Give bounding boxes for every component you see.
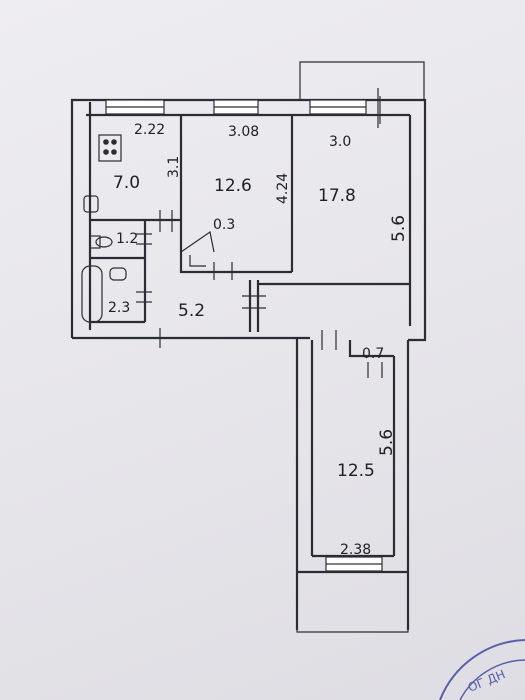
balcony-bottom (296, 572, 409, 633)
room1-area-label: 12.6 (214, 176, 252, 196)
fixtures (81, 134, 127, 323)
toilet-bowl-icon (95, 236, 113, 248)
stove-icon (98, 134, 122, 162)
dimension-labels: 2.22 3.08 3.0 2.38 3.1 4.24 5.6 5.6 (134, 122, 409, 558)
toilet-area-label: 1.2 (116, 231, 138, 247)
closet1-door (180, 230, 215, 253)
kitchen-depth-label: 3.1 (166, 156, 182, 178)
outer-walls (70, 98, 427, 630)
windows (105, 88, 383, 572)
bathroom-area-label: 2.3 (108, 300, 130, 316)
room3-width-label: 2.38 (340, 542, 371, 558)
room1-width-label: 3.08 (228, 124, 259, 140)
partitions (90, 115, 410, 358)
room2-width-label: 3.0 (329, 134, 351, 150)
toilet-tank-icon (89, 235, 101, 249)
wall-room1-bottom (179, 252, 292, 274)
room2-depth-label: 5.6 (389, 215, 409, 242)
balcony-top (299, 61, 425, 100)
closet1-area-label: 0.3 (213, 217, 235, 233)
room3-depth-label: 5.6 (377, 429, 397, 456)
room3-area-label: 12.5 (337, 461, 375, 481)
washbasin-icon (109, 267, 127, 281)
wall-closet2 (348, 340, 394, 358)
closet2-area-label: 0.7 (362, 346, 384, 362)
hall-area-label: 5.2 (178, 301, 205, 321)
area-labels: 7.0 12.6 17.8 1.2 2.3 5.2 0.3 0.7 12.5 (108, 173, 384, 481)
stamp: ОГ ДН (439, 639, 525, 700)
door-ticks (136, 96, 383, 378)
kitchen-width-label: 2.22 (134, 122, 165, 138)
balconies (296, 61, 425, 633)
outer-wall-main (70, 98, 427, 342)
room1-depth-label: 4.24 (275, 173, 291, 204)
room2-area-label: 17.8 (318, 186, 356, 206)
kitchen-sink-icon (83, 195, 99, 213)
kitchen-area-label: 7.0 (113, 173, 140, 193)
bathtub-icon (81, 265, 103, 323)
